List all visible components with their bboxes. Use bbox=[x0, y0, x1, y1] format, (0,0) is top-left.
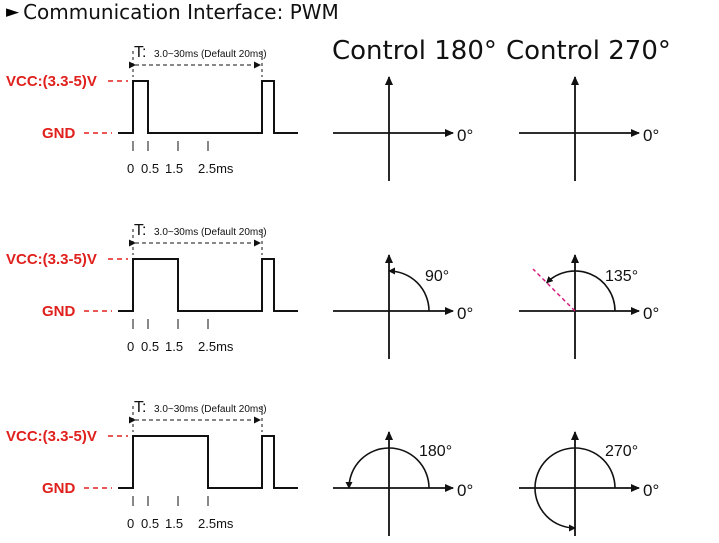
time-tick-label: 0 bbox=[127, 161, 134, 176]
time-tick-label: 0 bbox=[127, 516, 134, 531]
time-tick-label: 0.5 bbox=[141, 516, 159, 531]
angle-label: 135° bbox=[605, 268, 638, 285]
gnd-label: GND bbox=[42, 303, 76, 320]
zero-degree-label: 0° bbox=[457, 126, 473, 145]
period-text: 3.0~30ms (Default 20ms) bbox=[154, 404, 267, 415]
zero-degree-label: 0° bbox=[643, 481, 659, 500]
time-tick-label: 0.5 bbox=[141, 161, 159, 176]
period-letter: T: bbox=[134, 44, 146, 61]
section-title: Communication Interface: PWM bbox=[23, 0, 339, 24]
time-tick-label: 1.5 bbox=[165, 516, 183, 531]
zero-degree-label: 0° bbox=[457, 304, 473, 323]
time-tick-label: 0 bbox=[127, 339, 134, 354]
control-180-title: Control 180° bbox=[332, 36, 497, 66]
time-tick-label: 1.5 bbox=[165, 161, 183, 176]
pwm-waveform bbox=[118, 435, 298, 489]
angle-label: 180° bbox=[419, 443, 452, 460]
rotation-arc bbox=[534, 447, 616, 532]
period-letter: T: bbox=[134, 399, 146, 416]
gnd-label: GND bbox=[42, 125, 76, 142]
zero-degree-label: 0° bbox=[643, 304, 659, 323]
time-tick-label: 1.5 bbox=[165, 339, 183, 354]
vcc-label: VCC:(3.3-5)V bbox=[6, 428, 97, 445]
angle-label: 90° bbox=[425, 268, 449, 285]
vcc-label: VCC:(3.3-5)V bbox=[6, 73, 97, 90]
rotation-arc bbox=[345, 447, 430, 489]
rotation-arc bbox=[546, 270, 616, 312]
rotation-arc bbox=[388, 267, 430, 312]
triangle-bullet-icon: ► bbox=[6, 2, 20, 22]
period-letter: T: bbox=[134, 222, 146, 239]
zero-degree-label: 0° bbox=[457, 481, 473, 500]
pwm-waveform bbox=[118, 258, 298, 312]
period-text: 3.0~30ms (Default 20ms) bbox=[154, 227, 267, 238]
vcc-label: VCC:(3.3-5)V bbox=[6, 251, 97, 268]
time-tick-label: 0.5 bbox=[141, 339, 159, 354]
control-270-title: Control 270° bbox=[506, 36, 671, 66]
section-header: ► Communication Interface: PWM bbox=[6, 0, 339, 24]
pwm-waveform bbox=[118, 80, 298, 134]
zero-degree-label: 0° bbox=[643, 126, 659, 145]
angle-label: 270° bbox=[605, 443, 638, 460]
time-tick-label: 2.5ms bbox=[198, 161, 234, 176]
time-tick-label: 2.5ms bbox=[198, 516, 234, 531]
period-text: 3.0~30ms (Default 20ms) bbox=[154, 49, 267, 60]
gnd-label: GND bbox=[42, 480, 76, 497]
angle-135-guide bbox=[532, 268, 576, 312]
time-tick-label: 2.5ms bbox=[198, 339, 234, 354]
